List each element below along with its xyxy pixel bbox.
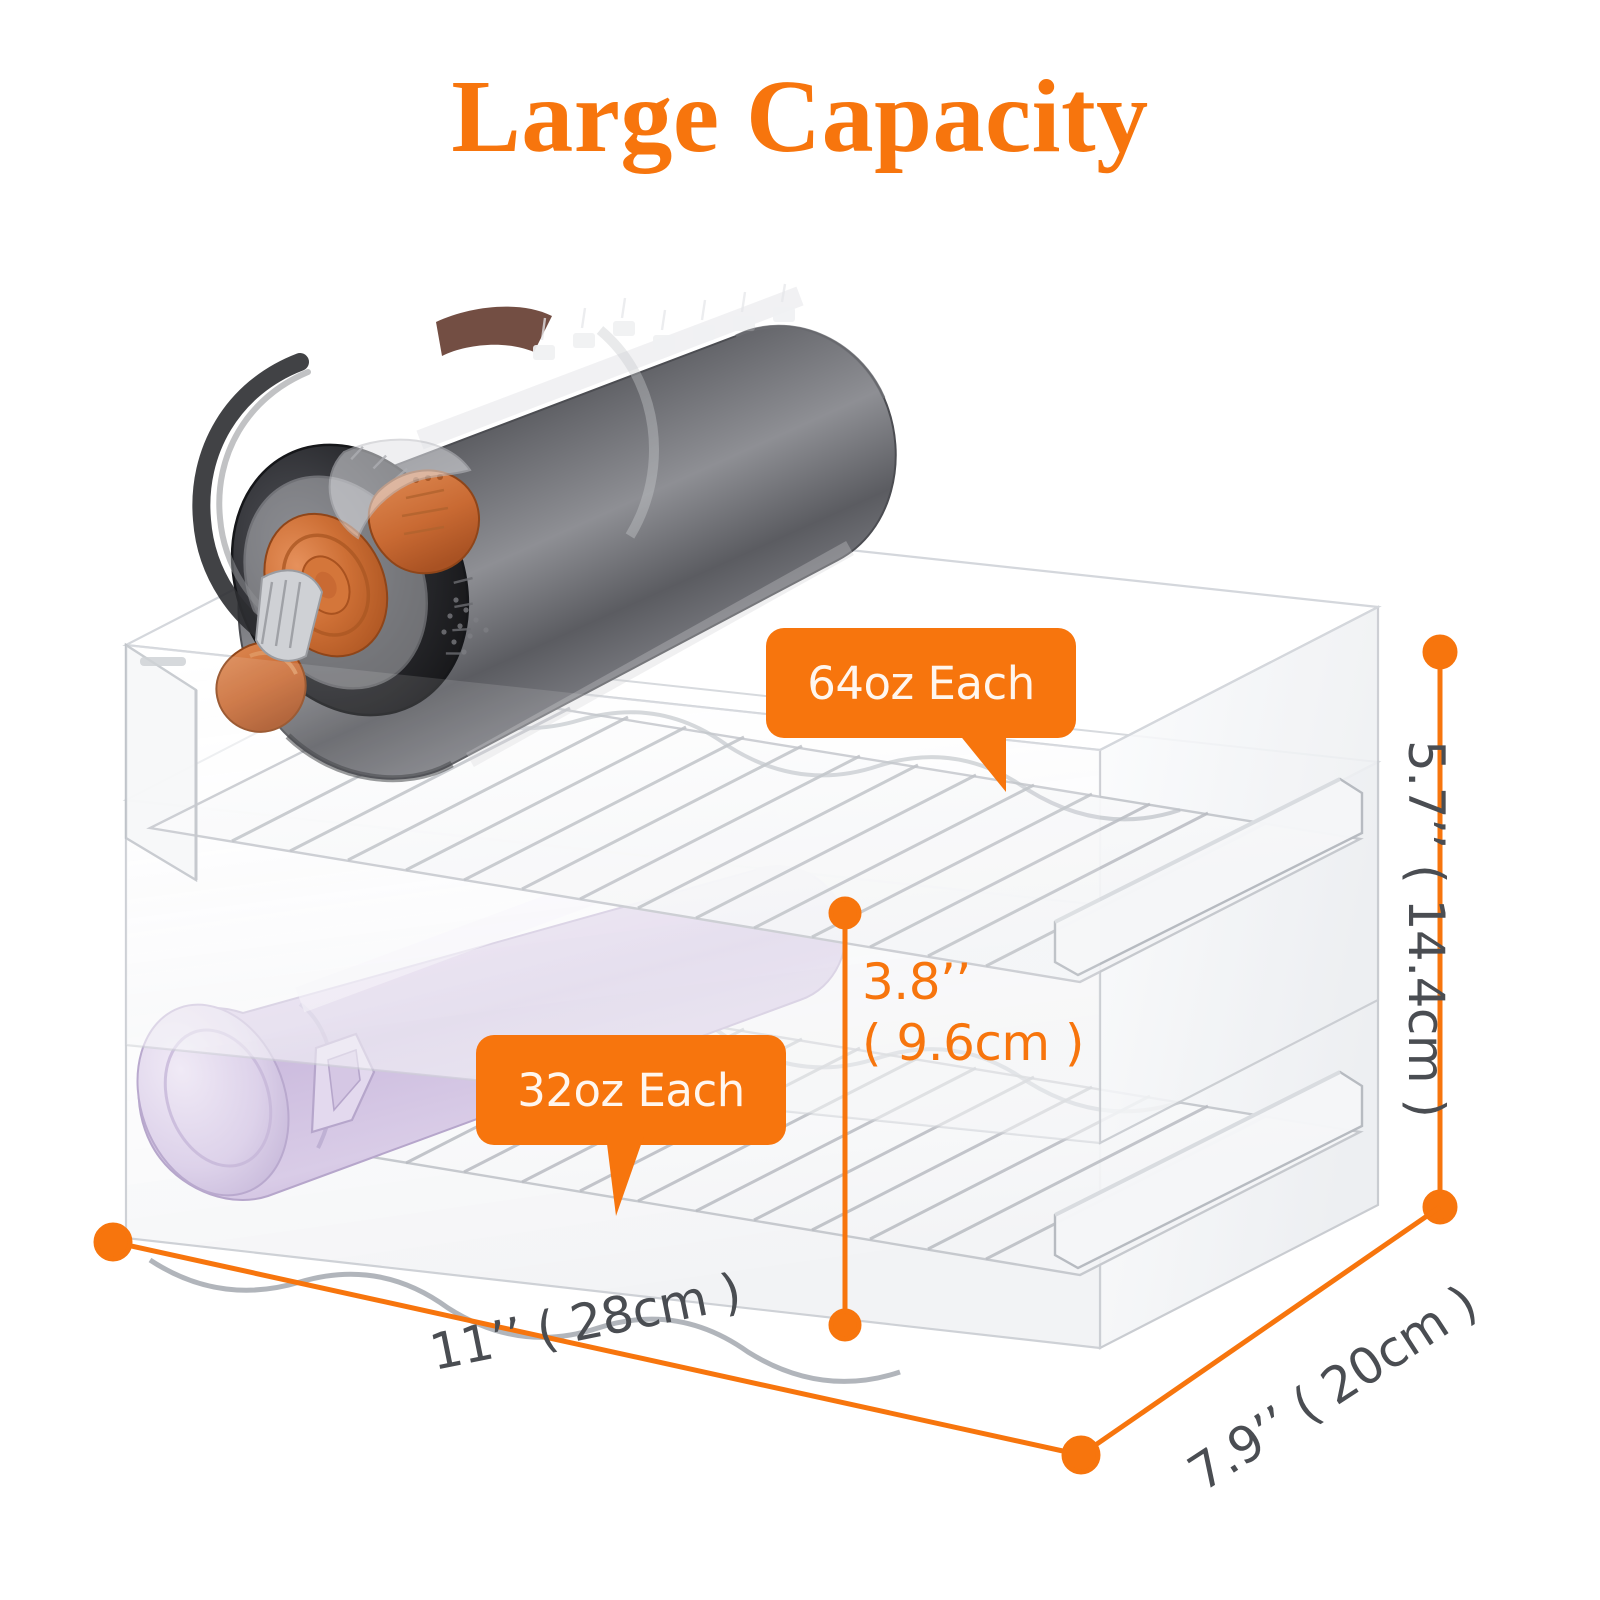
inner-clearance-inches: 3.8’’ <box>862 953 971 1011</box>
upper-tier-front-rail <box>1053 777 1364 977</box>
callout-32oz: 32oz Each <box>476 1035 786 1216</box>
inner-clearance-dimension-label: 3.8’’ ( 9.6cm ) <box>862 952 1085 1074</box>
callout-64oz-label: 64oz Each <box>807 656 1035 710</box>
inner-clearance-centimeters: ( 9.6cm ) <box>862 1014 1085 1072</box>
height-dimension-label: 5.7’’ ( 14.4cm ) <box>1397 740 1455 1118</box>
callout-32oz-tail <box>606 1136 644 1216</box>
callout-64oz: 64oz Each <box>766 628 1076 792</box>
page-title: Large Capacity <box>451 59 1149 174</box>
callout-64oz-tail <box>954 728 1006 792</box>
bottle-dark-64oz <box>192 283 897 783</box>
callout-32oz-label: 32oz Each <box>517 1063 745 1117</box>
